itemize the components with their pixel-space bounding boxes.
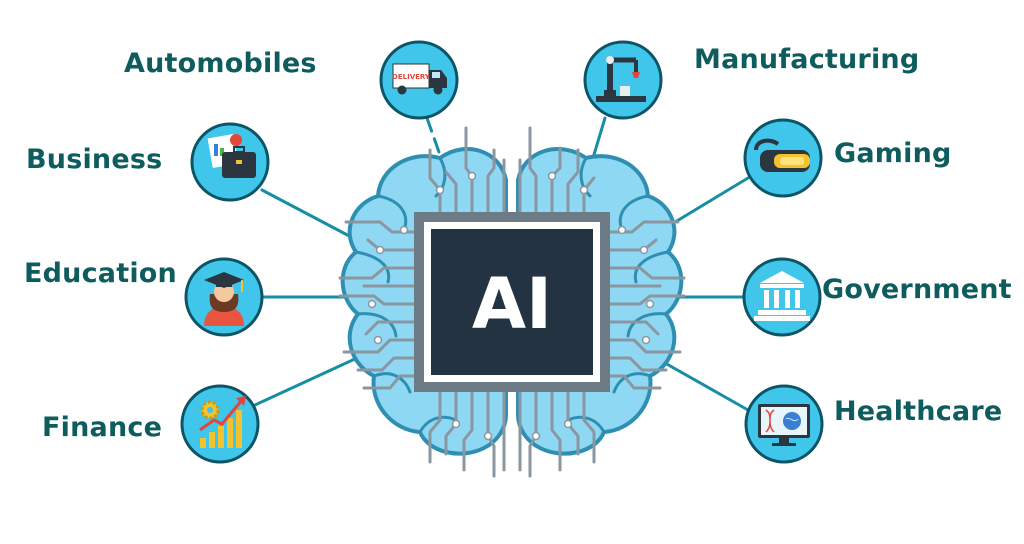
label-automobiles: Automobiles — [124, 48, 317, 79]
label-business: Business — [26, 144, 163, 175]
label-manufacturing: Manufacturing — [694, 44, 920, 75]
label-education: Education — [24, 258, 177, 289]
svg-text:DELIVERY: DELIVERY — [392, 73, 431, 81]
label-finance: Finance — [42, 412, 163, 443]
government-building-icon — [754, 271, 810, 321]
manufacturing-icon-circle — [583, 40, 663, 120]
robotic-arm-icon — [596, 56, 646, 102]
ai-label: AI — [472, 263, 552, 345]
government-icon-circle — [742, 257, 822, 337]
ai-chip: AI — [414, 212, 610, 392]
growth-chart-gear-icon — [199, 396, 246, 448]
label-gaming: Gaming — [834, 138, 952, 169]
label-government: Government — [822, 274, 1012, 305]
circuit-nodes — [367, 171, 655, 441]
label-healthcare: Healthcare — [834, 396, 1003, 427]
chip-core — [431, 229, 593, 375]
briefcase-charts-icon — [207, 133, 256, 178]
monitor-dna-brain-icon — [758, 404, 810, 446]
graduate-student-icon — [204, 272, 244, 326]
vr-headset-icon — [754, 138, 810, 172]
connector-finance — [253, 350, 372, 407]
delivery-truck-icon: DELIVERY — [392, 63, 447, 95]
